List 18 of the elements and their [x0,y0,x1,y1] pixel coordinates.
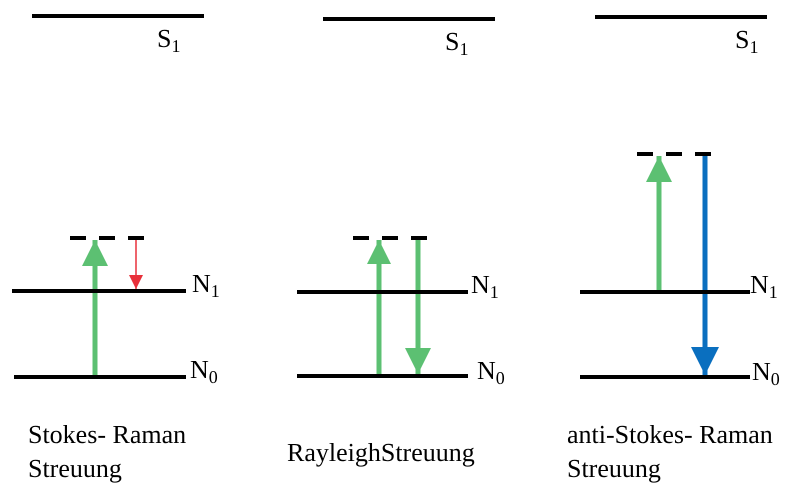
arrow [691,156,719,375]
arrow [405,240,431,374]
level-label: N$_{0}$ [190,357,218,383]
scattering-caption: anti-Stokes- Raman Streuung [567,419,774,485]
level-label: S$_{1}$ [735,27,758,53]
level-label: N$_{0}$ [477,358,505,384]
level-label: S$_{1}$ [157,26,180,52]
level-label: N$_{1}$ [471,272,499,298]
arrow [129,240,143,289]
arrow [367,240,391,374]
level-label: N$_{1}$ [750,272,778,298]
scattering-caption: RayleighStreuung [287,437,476,469]
arrow [82,240,108,375]
level-label: S$_{1}$ [445,29,468,55]
arrow [646,156,672,290]
level-label: N$_{0}$ [752,359,780,385]
scattering-caption: Stokes- Raman Streuung [28,419,188,485]
level-label: N$_{1}$ [192,271,220,297]
